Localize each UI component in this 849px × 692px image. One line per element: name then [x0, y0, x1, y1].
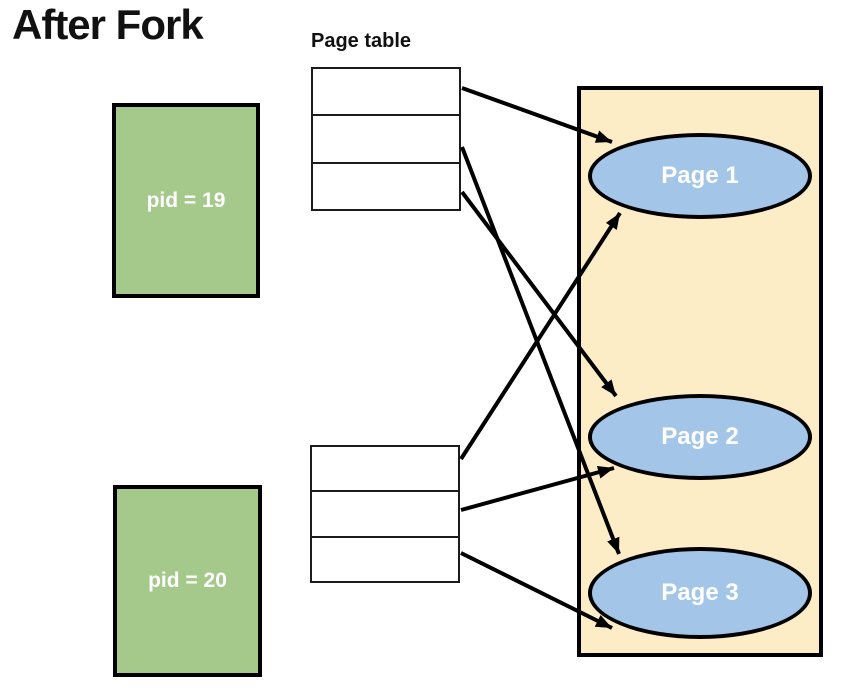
- process-pid-20-label: pid = 20: [148, 569, 227, 592]
- page-table-cell: [313, 116, 459, 164]
- page-1-label: Page 1: [661, 162, 739, 189]
- page-table-pid-19: [311, 67, 461, 211]
- diagram-title: After Fork: [12, 1, 204, 48]
- page-ellipse-1: Page 1: [588, 133, 812, 219]
- page-3-label: Page 3: [661, 579, 739, 606]
- page-table-cell: [313, 164, 459, 209]
- page-table-label: Page table: [311, 30, 412, 52]
- page-2-label: Page 2: [661, 423, 739, 450]
- page-table-cell: [312, 447, 458, 493]
- page-table-cell: [313, 69, 459, 117]
- process-pid-19-label: pid = 19: [146, 188, 226, 212]
- page-ellipse-2: Page 2: [588, 394, 812, 480]
- page-table-cell: [312, 538, 458, 581]
- page-table-pid-20: [310, 445, 460, 583]
- page-table-cell: [312, 492, 458, 538]
- process-box-pid-20: pid = 20: [113, 485, 262, 677]
- page-ellipse-3: Page 3: [588, 547, 812, 639]
- process-box-pid-19: pid = 19: [112, 103, 260, 298]
